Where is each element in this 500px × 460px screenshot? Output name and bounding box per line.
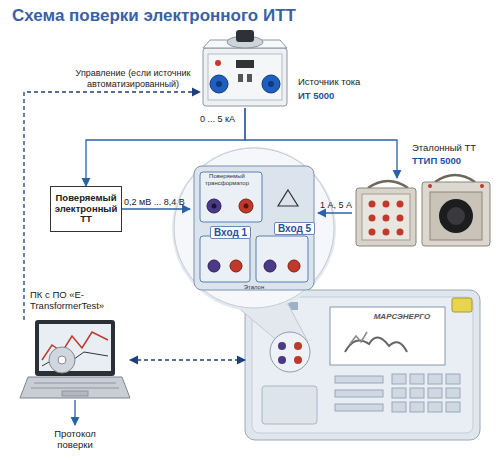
edge-label: 1 А, 5 А [318,200,354,211]
node-text: ПК с ПО «E-TransformerTest» [30,289,130,312]
signal-connector [318,212,352,213]
diagram-title: Схема поверки электронного ИТТ [12,6,296,26]
signal-connector [122,208,190,209]
signal-connector [74,400,75,425]
current-source: Источник токаИТ 5000 [200,30,290,108]
plain-label: 0 ... 5 кА [200,114,235,124]
node-text: ТТИП 5000 [412,155,461,166]
reference-transformer-art [356,175,490,246]
pc-laptop: ПК с ПО «E-TransformerTest» [20,320,130,400]
control-link [130,359,245,360]
control-link [24,92,200,320]
node-text: Поверяемый трансформатор [200,173,254,186]
node-text: Вход 1 [210,226,251,239]
report-output: Протокол поверки [40,425,110,453]
laptop-art [20,320,130,398]
zoom-panel: Поверяемый трансформаторВход 1 Вход 5 Этал… [190,160,318,295]
edge-label: Управление (если источник автоматизирова… [68,68,198,90]
node-text: Эталон [229,284,279,291]
node-text: МАРСЭНЕРГО [357,312,447,321]
process-box: Поверяемый электронный ТТ [50,186,122,232]
edge-label: 0,2 мВ ... 8,4 В [124,197,185,208]
reference-transformer: Эталонный ТТТТИП 5000 [352,178,492,248]
node-text: ИТ 5000 [298,90,334,101]
measuring-device: МАРСЭНЕРГО [245,290,480,440]
node-text: Эталонный ТТ [412,142,476,153]
node-text: Поверяемый электронный ТТ [51,193,121,226]
node-text: Источник тока [298,76,360,87]
magnifier-art [172,147,336,372]
signal-connector [245,108,397,178]
node-text: Протокол поверки [40,428,110,451]
current-source-art [203,30,287,106]
node-text: Вход 5 [274,222,315,235]
